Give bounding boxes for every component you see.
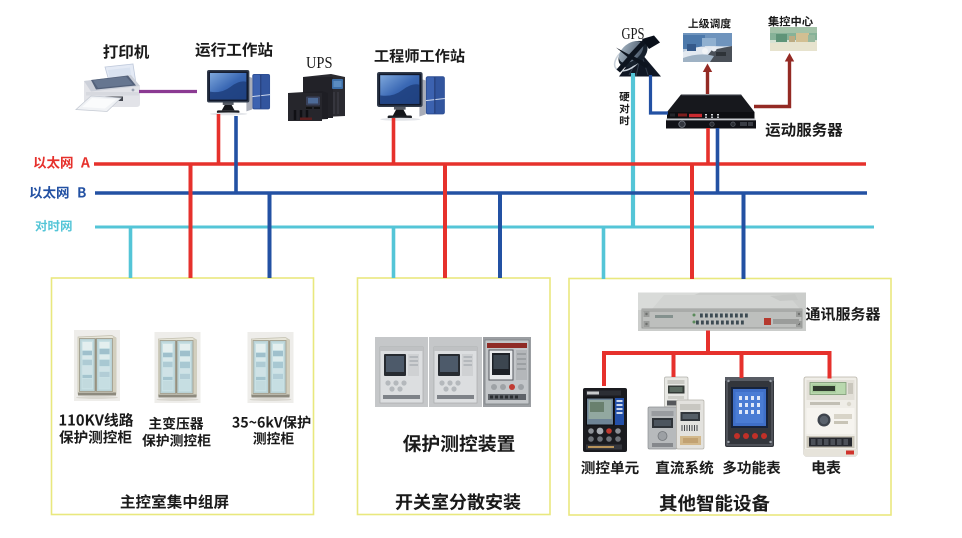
- svg-text:UPS: UPS: [306, 53, 333, 72]
- svg-text:GPS: GPS: [622, 24, 645, 43]
